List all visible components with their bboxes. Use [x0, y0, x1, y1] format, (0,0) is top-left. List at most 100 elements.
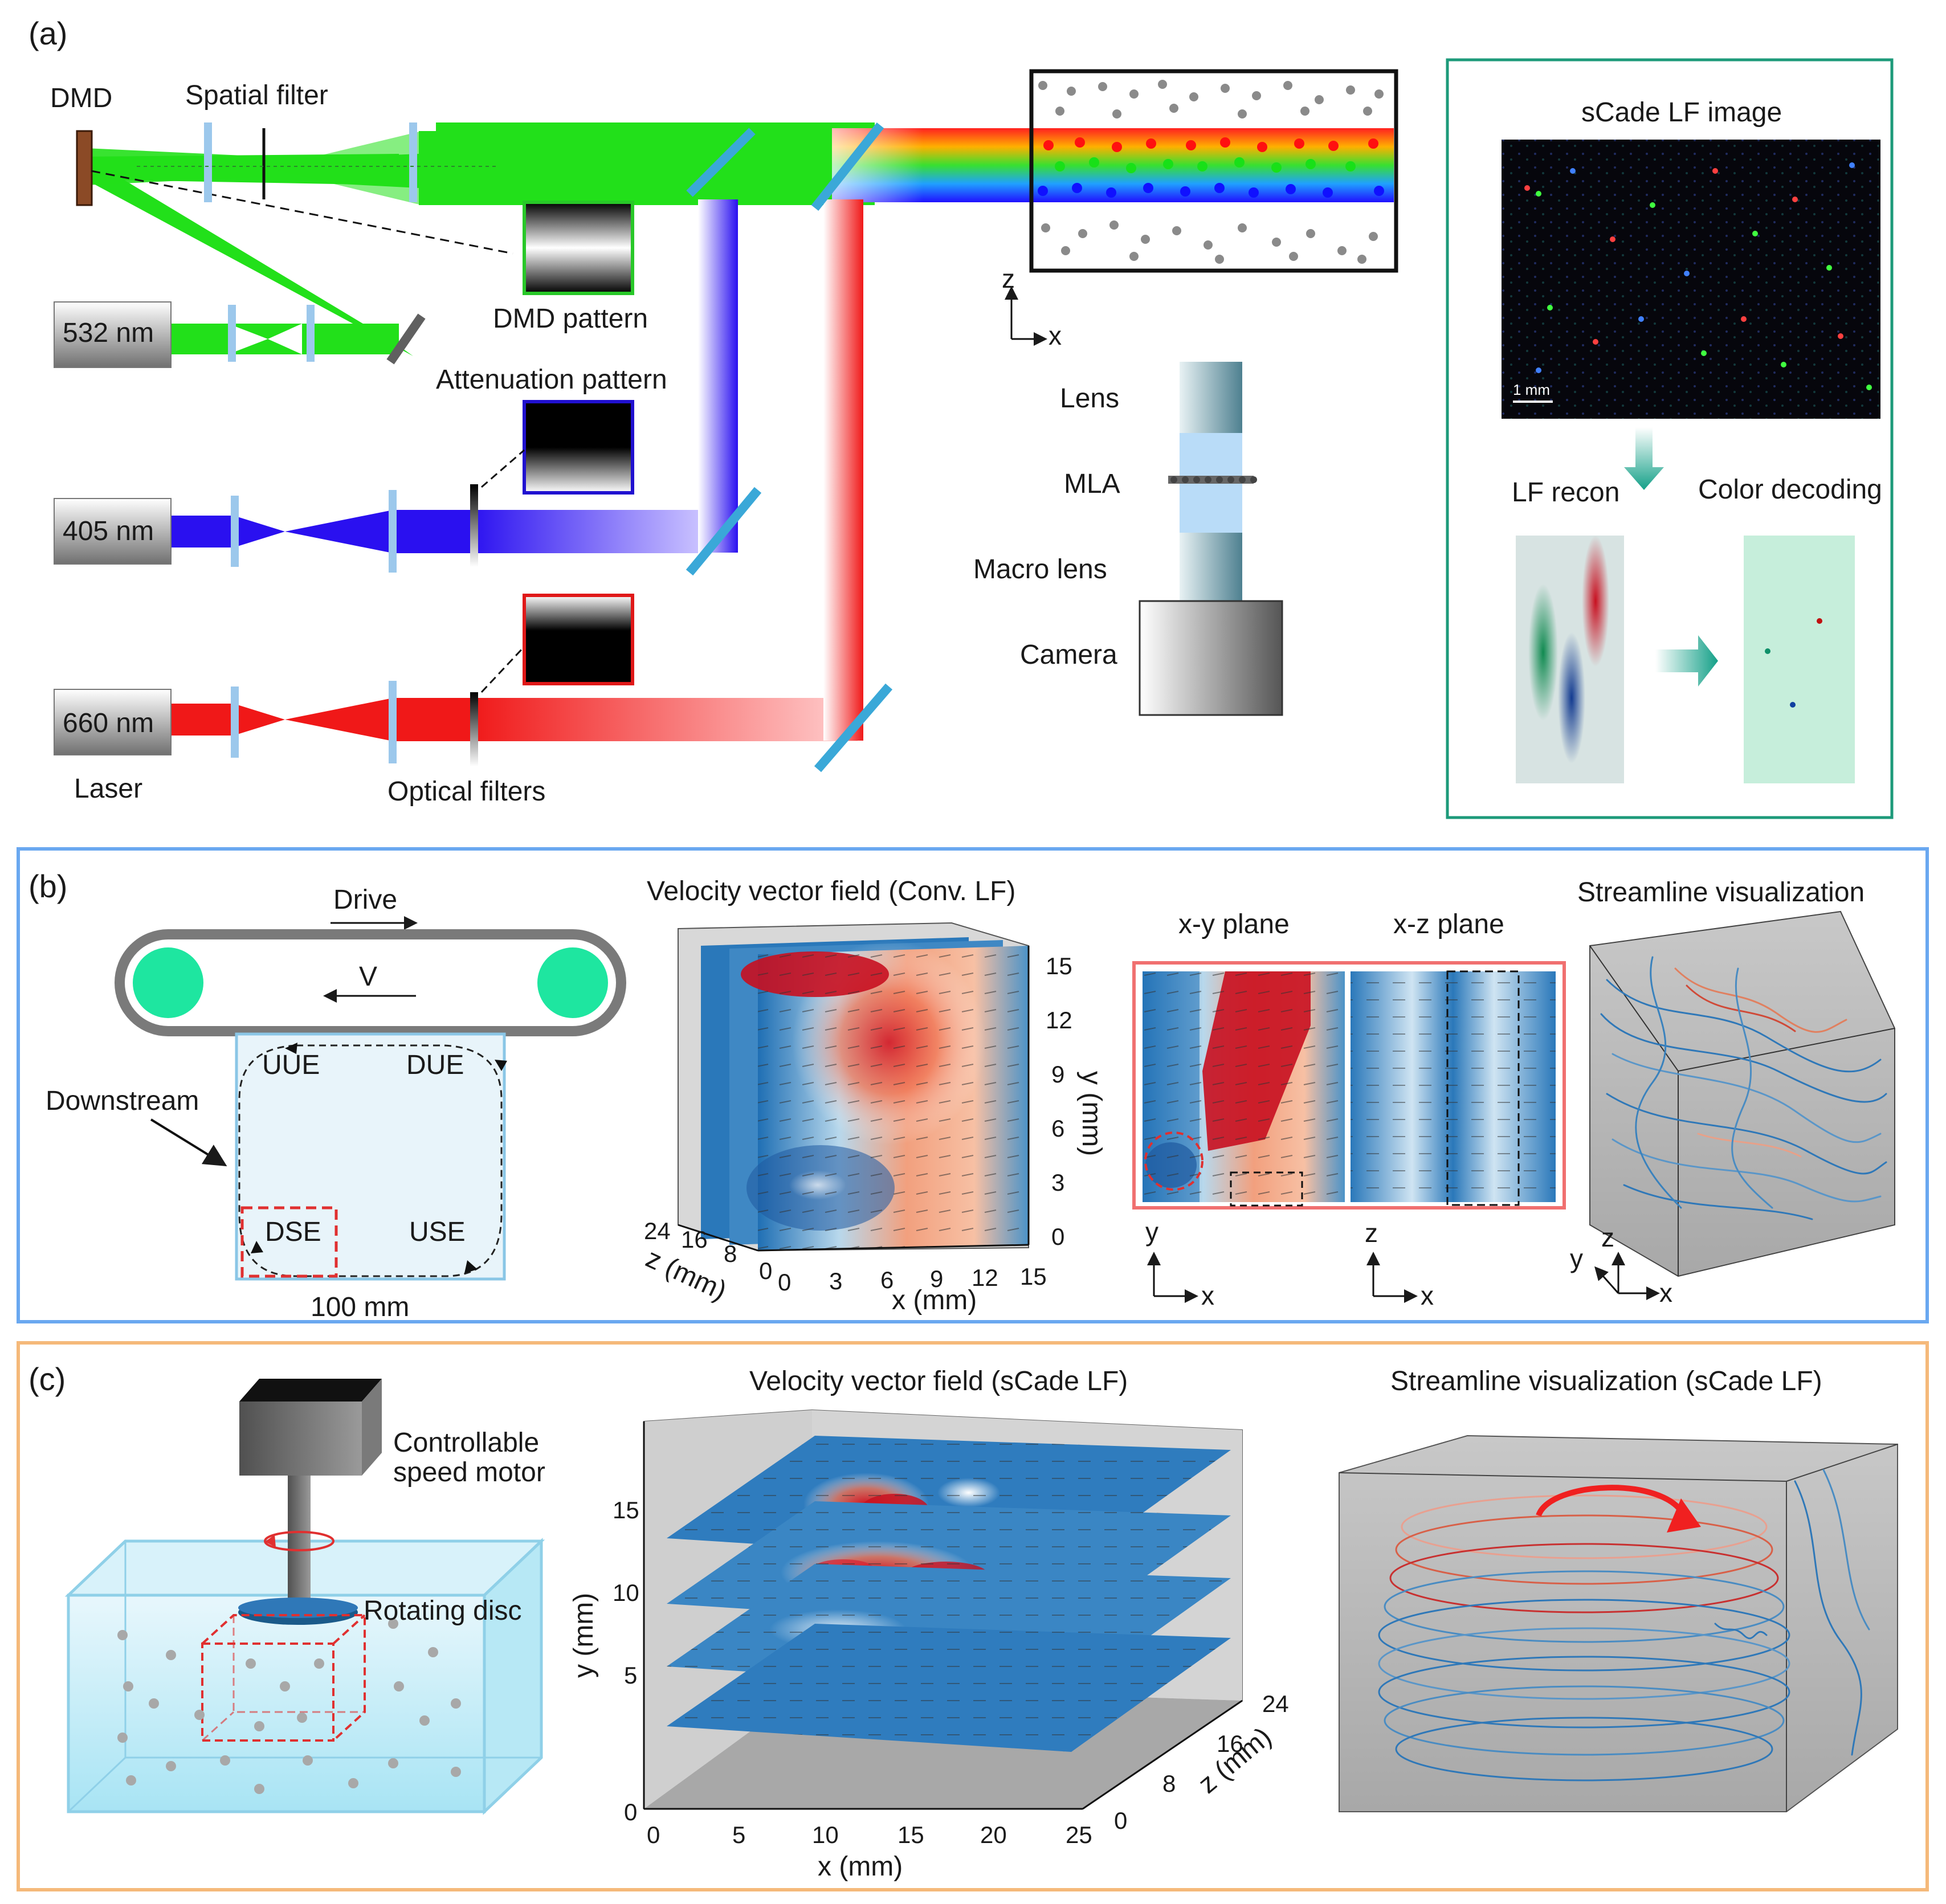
xy-axis-x: x — [1201, 1281, 1214, 1310]
stream-axis-x: x — [1659, 1278, 1672, 1308]
axis-z-label: z — [1002, 264, 1015, 293]
mirrors — [686, 122, 893, 773]
dmd-dash-line — [91, 170, 513, 255]
conv-lf-title: Velocity vector field (Conv. LF) — [647, 876, 1015, 906]
b-xtick-3: 3 — [829, 1268, 842, 1294]
dse-label: DSE — [265, 1217, 321, 1247]
c-ztick-24: 24 — [1262, 1690, 1289, 1717]
panel-c: (c) Controllable speed mo — [17, 1341, 1929, 1891]
c-xtick-5: 5 — [732, 1821, 745, 1848]
v-label: V — [359, 962, 377, 992]
dmd-pattern-label: DMD pattern — [493, 304, 648, 334]
c-ylabel: y (mm) — [569, 1593, 599, 1678]
right-arrow — [1655, 635, 1718, 687]
lid-driven-cavity: Drive V UUE DUE DSE USE Downstream 100 m… — [46, 885, 626, 1322]
attenuation-dash-red — [480, 645, 525, 693]
uue-label: UUE — [262, 1050, 320, 1080]
c-xtick-10: 10 — [812, 1821, 839, 1848]
mla-label: MLA — [1064, 469, 1120, 499]
b-ztick-16: 16 — [681, 1226, 708, 1253]
c-ztick-8: 8 — [1162, 1770, 1176, 1797]
panel-b: (b) Drive V UUE DUE DSE USE Downstream 1… — [17, 847, 1929, 1323]
blue-beam — [171, 199, 738, 553]
c-xlabel: x (mm) — [818, 1852, 903, 1882]
b-ytick-0: 0 — [1051, 1223, 1064, 1250]
due-label: DUE — [406, 1050, 464, 1080]
stream-axis-y: y — [1570, 1244, 1583, 1273]
camera-label: Camera — [1020, 640, 1117, 670]
down-arrow — [1624, 427, 1664, 490]
spatial-filter-label: Spatial filter — [185, 80, 328, 111]
spatial-filter — [137, 122, 496, 202]
conv-lf-vector-field: Velocity vector field (Conv. LF) 15 12 9… — [641, 876, 1107, 1315]
drive-label: Drive — [333, 885, 397, 915]
color-decoding-label: Color decoding — [1698, 475, 1882, 505]
camera-assembly — [1139, 362, 1283, 716]
c-ytick-5: 5 — [624, 1662, 637, 1689]
panel-b-label: (b) — [28, 868, 67, 904]
laser-405-label: 405 nm — [63, 516, 154, 546]
c-xtick-15: 15 — [897, 1821, 924, 1848]
b-ytick-6: 6 — [1051, 1115, 1064, 1142]
red-beam — [171, 199, 863, 741]
b-ytick-9: 9 — [1051, 1061, 1064, 1088]
dmd-pattern-image — [523, 201, 634, 295]
panel-c-label: (c) — [28, 1361, 66, 1397]
color-decoding-image — [1744, 536, 1855, 783]
planes: x-y plane x-z plane y x z x — [1132, 909, 1566, 1310]
motor-label-2: speed motor — [393, 1457, 545, 1488]
panel-b-frame — [17, 847, 1929, 1323]
xz-axis-x: x — [1421, 1281, 1434, 1310]
panel-a-label: (a) — [28, 15, 67, 51]
b-xtick-12: 12 — [972, 1264, 998, 1291]
lens-label: Lens — [1060, 383, 1119, 414]
use-label: USE — [409, 1217, 466, 1247]
c-ytick-15: 15 — [613, 1497, 639, 1523]
b-ztick-8: 8 — [724, 1240, 737, 1267]
c-ytick-10: 10 — [613, 1579, 639, 1606]
b-xtick-0: 0 — [778, 1269, 791, 1296]
axis-x-label: x — [1049, 321, 1062, 350]
c-ztick-16: 16 — [1217, 1730, 1243, 1757]
rotation-arrow-icon — [1667, 1498, 1701, 1533]
c-xtick-0: 0 — [647, 1821, 660, 1848]
c-ytick-0: 0 — [624, 1799, 637, 1825]
laser-405: 405 nm — [54, 498, 172, 565]
decoding-frame: sCade LF image 1 mm LF recon Color decod… — [1446, 58, 1894, 819]
xz-plane-label: x-z plane — [1393, 909, 1504, 939]
panel-a: (a) — [28, 15, 1894, 819]
b-ztick-24: 24 — [644, 1217, 671, 1244]
b-xtick-6: 6 — [880, 1266, 894, 1293]
attenuation-pattern-red — [523, 594, 634, 685]
b-xtick-9: 9 — [930, 1265, 943, 1292]
tank — [64, 1379, 545, 1815]
xy-plane-label: x-y plane — [1178, 909, 1290, 939]
b-xtick-15: 15 — [1020, 1263, 1047, 1290]
lf-image-spots — [1524, 162, 1872, 390]
xz-axis-z: z — [1365, 1218, 1378, 1248]
b-ytick-15: 15 — [1046, 953, 1072, 979]
scade-lf-image — [1502, 140, 1880, 419]
dmd-device — [76, 130, 93, 206]
b-ytick-3: 3 — [1051, 1169, 1064, 1196]
motor-label: Controllable — [393, 1428, 539, 1458]
green-mirror — [386, 313, 426, 365]
laser-label: Laser — [74, 774, 142, 804]
streamline-c: Streamline visualization (sCade LF) — [1339, 1366, 1898, 1812]
laser-660-label: 660 nm — [63, 708, 154, 738]
xy-axis-y: y — [1145, 1217, 1158, 1247]
axis-zx: z x — [1002, 264, 1062, 350]
scade-lf-image-label: sCade LF image — [1581, 97, 1782, 128]
panel-c-frame — [17, 1341, 1929, 1891]
laser-532-label: 532 nm — [63, 318, 154, 348]
optical-filter-red — [470, 692, 478, 766]
b-xlabel: x (mm) — [892, 1285, 977, 1315]
streamline-b-title: Streamline visualization — [1577, 877, 1865, 908]
shaft — [288, 1476, 311, 1604]
slice-1 — [667, 1624, 1231, 1752]
sample-cell — [1029, 69, 1398, 273]
scade-vfield-title: Velocity vector field (sCade LF) — [749, 1366, 1128, 1396]
laser-660: 660 nm — [54, 689, 172, 755]
scade-vector-field: Velocity vector field (sCade LF) — [569, 1366, 1289, 1882]
